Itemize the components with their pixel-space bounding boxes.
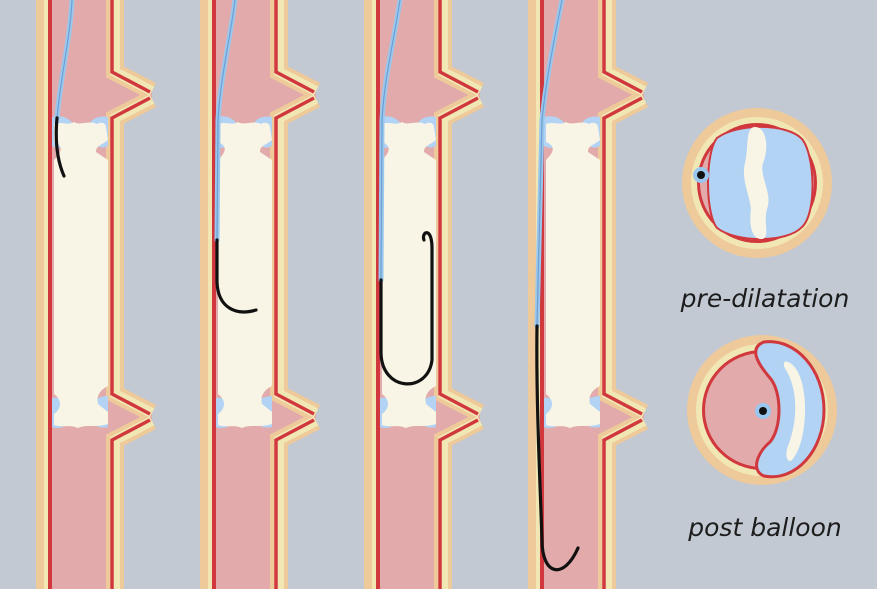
caption-pre-dilatation: pre-dilatation [680, 284, 850, 313]
cross-section-post-balloon [687, 335, 837, 485]
cross-section-pre-dilatation [682, 108, 832, 258]
caption-post-balloon: post balloon [685, 513, 845, 542]
